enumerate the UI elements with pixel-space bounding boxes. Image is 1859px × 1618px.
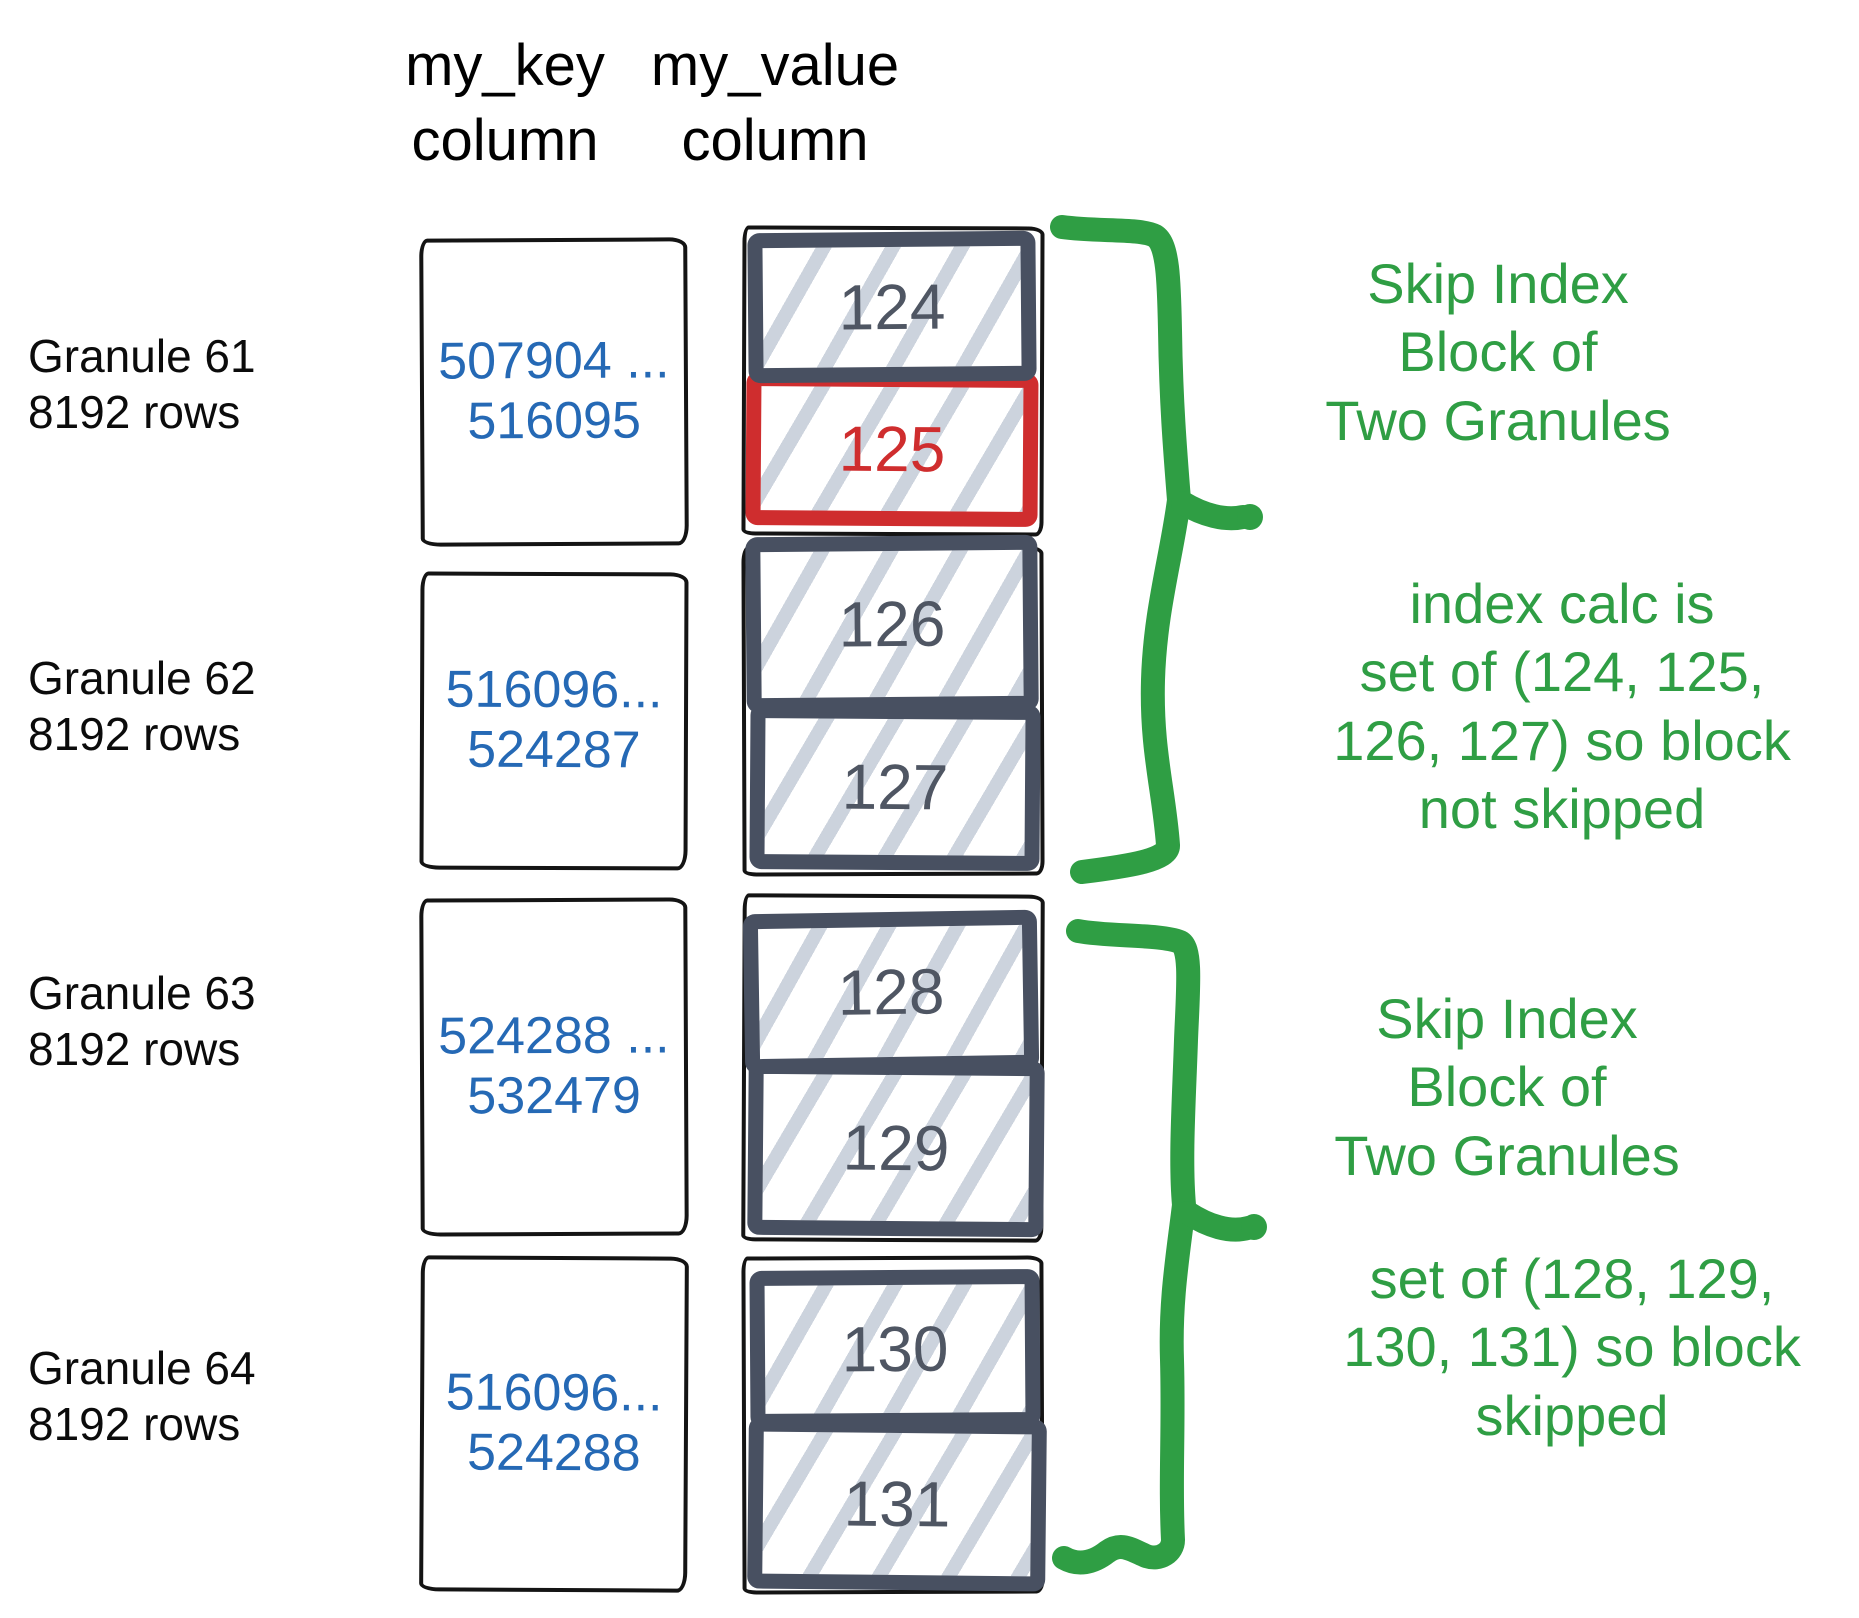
granule-64-label: Granule 64 8192 rows — [28, 1342, 256, 1451]
annotation-set-skipped: set of (128, 129, 130, 131) so block ski… — [1343, 1247, 1801, 1447]
value-block-127: 127 — [749, 702, 1041, 872]
value-block-number: 126 — [838, 587, 946, 661]
brace-icon-bottom-block — [1052, 919, 1267, 1575]
value-block-number: 131 — [843, 1467, 951, 1541]
value-block-number: 125 — [838, 412, 946, 486]
granule-61-label: Granule 61 8192 rows — [28, 330, 256, 439]
granule-62-label: Granule 62 8192 rows — [28, 652, 256, 761]
value-block-number: 128 — [837, 955, 945, 1029]
value-block-129: 129 — [747, 1058, 1045, 1238]
value-block-128: 128 — [742, 909, 1040, 1075]
value-block-number: 130 — [841, 1312, 949, 1386]
annotation-skip-index-block-2: Skip Index Block of Two Granules — [1334, 987, 1680, 1187]
value-block-131: 131 — [747, 1416, 1047, 1592]
column-header-value: my_value column — [650, 33, 900, 174]
value-block-124: 124 — [747, 230, 1037, 384]
granule-63-label: Granule 63 8192 rows — [28, 967, 256, 1076]
brace-icon-top-block — [1050, 215, 1263, 884]
value-block-126: 126 — [745, 534, 1039, 714]
annotation-index-calc-not-skipped: index calc is set of (124, 125, 126, 127… — [1333, 572, 1791, 840]
value-block-125-highlighted: 125 — [745, 370, 1039, 528]
column-header-key: my_key column — [405, 33, 605, 174]
value-block-number: 127 — [841, 750, 949, 824]
annotation-skip-index-block-1: Skip Index Block of Two Granules — [1325, 252, 1671, 452]
value-block-number: 129 — [842, 1111, 950, 1185]
value-block-number: 124 — [838, 270, 946, 344]
value-block-130: 130 — [749, 1268, 1041, 1430]
